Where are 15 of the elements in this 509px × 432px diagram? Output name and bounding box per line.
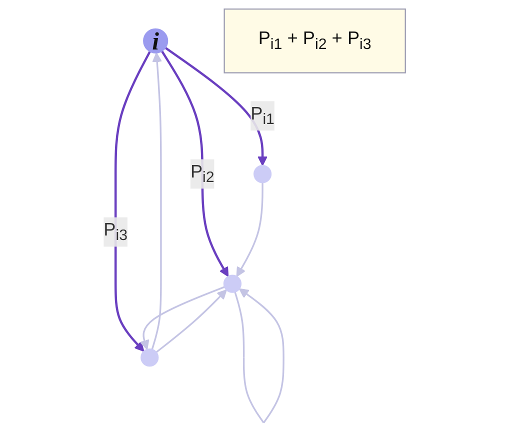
- arrow: [236, 182, 264, 277]
- edge-label: P$_{i3}$: [104, 220, 128, 244]
- edge-label: P$_{i1}$: [250, 104, 274, 128]
- node-circle: [223, 274, 242, 293]
- arrow: [151, 52, 162, 350]
- arrow: [114, 50, 151, 352]
- arrow: [140, 286, 225, 350]
- arrow: [164, 46, 268, 166]
- node-circle: i: [143, 28, 168, 54]
- node-box: P$_{i1}$ + P$_{i2}$ + P$_{i3}$: [224, 8, 406, 74]
- edge-label: P$_{i2}$: [190, 162, 214, 186]
- arrow: [156, 289, 227, 353]
- arrow: [160, 50, 229, 277]
- node-circle: [140, 348, 159, 367]
- node-circle: [253, 164, 272, 184]
